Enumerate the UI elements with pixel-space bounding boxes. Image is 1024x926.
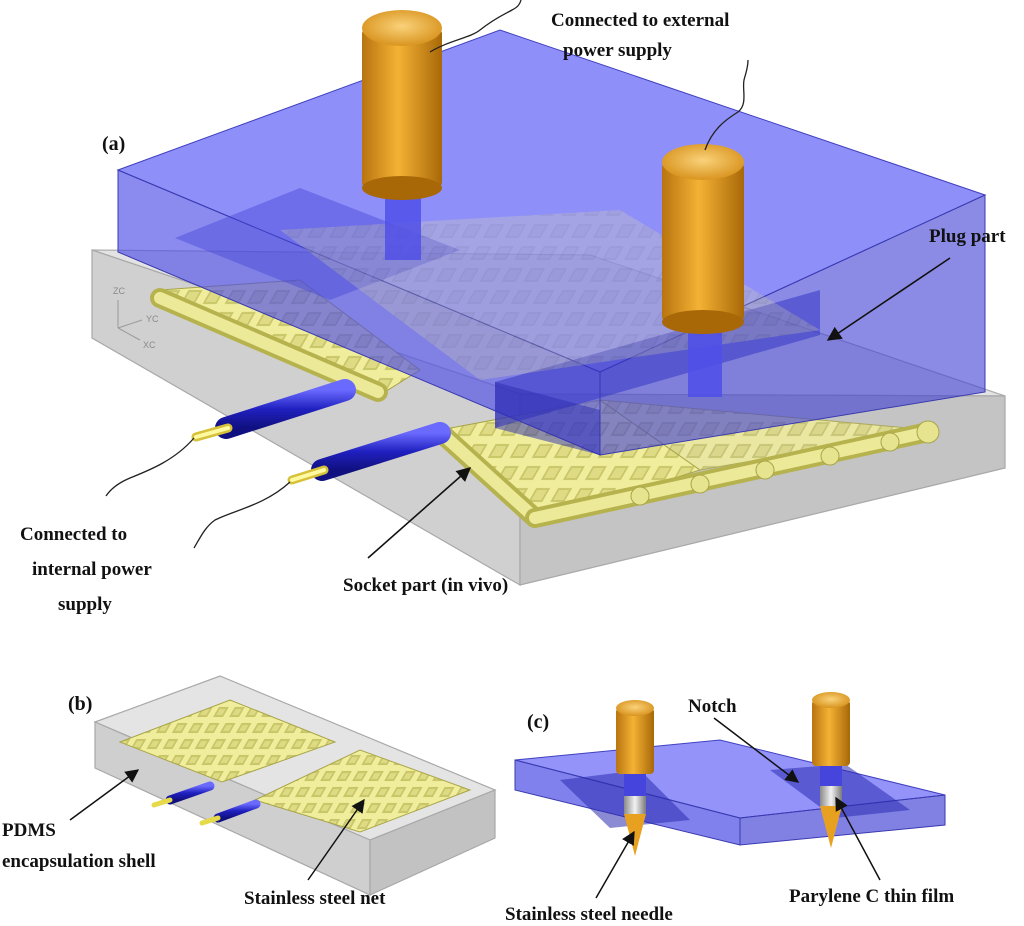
internal-label-line3: supply (58, 594, 112, 615)
socket-part-label: Socket part (in vivo) (343, 575, 508, 596)
panel-a-label: (a) (102, 133, 125, 155)
internal-label-line1: Connected to (20, 524, 127, 545)
notch-arrow (713, 717, 800, 783)
axis-y-label: YC (146, 314, 159, 324)
internal-wires (105, 379, 451, 549)
parylene-arrow (835, 796, 881, 881)
plug-electrode-2 (662, 144, 744, 397)
axis-z-label: ZC (113, 286, 125, 296)
needle-left (616, 700, 654, 856)
steel-net-label: Stainless steel net (244, 888, 386, 909)
notch-label: Notch (688, 696, 737, 717)
plug-electrode-1 (362, 10, 442, 260)
plug-part-arrow (826, 257, 951, 341)
needle-right (812, 692, 850, 848)
external-label-line2: power supply (563, 40, 672, 61)
steel-net-left (118, 699, 337, 783)
axis-x-label: XC (143, 340, 156, 350)
panel-b-label: (b) (68, 693, 92, 715)
panel-b: (b) PDMS encapsulation shell Stainless s… (2, 675, 497, 909)
external-label-line1: Connected to external (551, 10, 729, 31)
axis-triad: ZC YC XC (113, 286, 159, 350)
pdms-label-line1: PDMS (2, 820, 56, 841)
pdms-arrow (69, 769, 140, 821)
internal-label-line2: internal power (32, 559, 152, 580)
steel-net-arrow (307, 798, 365, 881)
pdms-label-line2: encapsulation shell (2, 851, 156, 872)
panel-c-label: (c) (527, 711, 549, 733)
plug-part-label: Plug part (929, 226, 1006, 247)
panel-c: (c) Notch Stainless steel needle Parylen… (505, 692, 954, 925)
external-wires (429, 0, 749, 151)
parylene-label: Parylene C thin film (789, 886, 954, 907)
steel-needle-label: Stainless steel needle (505, 904, 673, 925)
panel-a: ZC YC XC (20, 0, 1006, 615)
socket-part-arrow (367, 467, 472, 559)
panel-b-wires (151, 781, 261, 826)
steel-net-right (253, 749, 472, 833)
steel-needle-arrow (595, 830, 635, 899)
